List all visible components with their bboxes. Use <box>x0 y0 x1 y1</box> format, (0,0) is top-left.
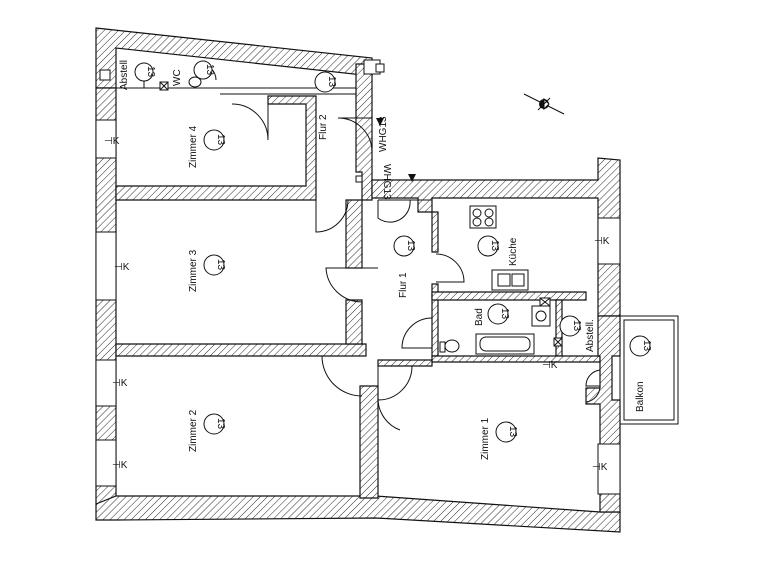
washbasin-icon <box>531 305 551 327</box>
entrance-arrow-icon <box>408 174 416 182</box>
room-label: Zimmer 2 <box>188 409 199 452</box>
room-zimmer3: Zimmer 3 13 <box>188 249 226 292</box>
radiator-icon: ⊣K <box>104 136 120 147</box>
wall-zimmer1-left <box>359 385 379 499</box>
room-flur2: Flur 2 13 <box>314 71 337 140</box>
window-zimmer4 <box>95 119 117 159</box>
wall-flur1-left <box>345 199 363 269</box>
room-number: 13 <box>204 64 215 76</box>
room-label: Zimmer 4 <box>188 125 199 168</box>
window-zimmer2-a <box>95 359 117 407</box>
room-label: Flur 2 <box>318 114 329 140</box>
door-flur2-entry <box>337 117 373 153</box>
window-kueche <box>597 217 621 265</box>
radiator-icon: ⊣K <box>112 460 128 471</box>
wall-zimmer4-bottom <box>115 95 317 201</box>
radiator-icon: ⊣K <box>592 462 608 473</box>
room-zimmer2: Zimmer 2 13 <box>188 409 226 452</box>
room-label: Abstell <box>119 60 130 90</box>
wall-kitchen-left <box>431 211 439 253</box>
room-label: Küche <box>508 237 519 266</box>
room-label: WC <box>172 69 183 86</box>
radiator-icon: ⊣K <box>112 378 128 389</box>
room-zimmer1: Zimmer 1 13 <box>480 417 518 460</box>
window-zimmer3 <box>95 231 117 301</box>
toilet-icon <box>444 339 460 353</box>
radiator-icon: ⊣K <box>542 360 558 371</box>
room-label: Balkon <box>635 381 646 412</box>
wall-bath-bottom <box>431 355 601 363</box>
room-abstell-right: Abstell. 13 <box>559 315 596 352</box>
windows <box>95 59 621 495</box>
toilet-icon <box>188 76 202 88</box>
room-label: Zimmer 3 <box>188 249 199 292</box>
room-number: 13 <box>499 308 510 320</box>
interior-lines <box>116 66 432 269</box>
entrance-label-lower: WHG13 <box>381 164 392 200</box>
door-entry-upper <box>377 199 411 223</box>
door-kueche <box>435 253 465 283</box>
room-label: Flur 1 <box>398 272 409 298</box>
stove-icon <box>469 205 497 229</box>
wall-zimmer3-bottom <box>115 343 367 357</box>
room-number: 13 <box>145 66 156 78</box>
room-zimmer4: Zimmer 4 13 <box>188 125 226 168</box>
entrance-markers: WHG13 WHG13 <box>376 116 416 200</box>
room-bad: Bad 13 <box>474 303 510 326</box>
room-balkon: Balkon 13 <box>629 335 652 412</box>
wall-bottom <box>95 495 621 533</box>
door-bad <box>401 317 433 349</box>
room-number: 13 <box>571 320 582 332</box>
room-kueche: Küche 13 <box>477 235 519 266</box>
door-zimmer3 <box>325 267 363 303</box>
room-label: Zimmer 1 <box>480 417 491 460</box>
wall-flur1-bottom <box>377 359 433 367</box>
wall-flur1-left-lower <box>345 299 363 345</box>
radiators: ⊣K ⊣K ⊣K ⊣K ⊣K ⊣K ⊣K <box>104 136 610 473</box>
entrance-label-upper: WHG13 <box>378 116 389 152</box>
window-zimmer2-b <box>95 439 117 487</box>
room-label: Bad <box>474 308 485 326</box>
door-zimmer1 <box>377 365 413 431</box>
wall-kitchen-bottom <box>431 291 587 301</box>
radiator-icon: ⊣K <box>594 236 610 247</box>
entrance-arrow-icon <box>376 118 384 126</box>
room-label: Abstell. <box>585 319 596 352</box>
room-number: 13 <box>405 240 416 252</box>
door-zimmer2 <box>321 355 363 397</box>
room-flur1: Flur 1 13 <box>393 235 416 298</box>
balcony <box>619 315 679 425</box>
wall-kitchen-top <box>371 157 621 317</box>
window-zimmer1 <box>597 443 621 495</box>
doors <box>199 63 601 431</box>
room-wc: WC 13 <box>172 60 215 86</box>
fixtures <box>99 63 563 355</box>
walls <box>95 27 621 533</box>
room-number: 13 <box>507 426 518 438</box>
door-zimmer4 <box>231 103 269 141</box>
radiator-icon: ⊣K <box>114 262 130 273</box>
room-abstell-top: Abstell 13 <box>119 60 156 90</box>
door-balkon <box>585 369 601 403</box>
room-number: 13 <box>215 418 226 430</box>
shaft-icon <box>375 63 385 73</box>
shaft-icon <box>99 69 111 81</box>
room-number: 13 <box>326 76 337 88</box>
shaft-icon <box>355 175 363 183</box>
north-arrow-icon <box>523 93 565 115</box>
room-number: 13 <box>215 259 226 271</box>
room-number: 13 <box>489 240 500 252</box>
bathtub-icon <box>475 333 535 355</box>
door-flur2-flur1 <box>315 199 349 233</box>
room-number: 13 <box>215 134 226 146</box>
room-number: 13 <box>641 340 652 352</box>
